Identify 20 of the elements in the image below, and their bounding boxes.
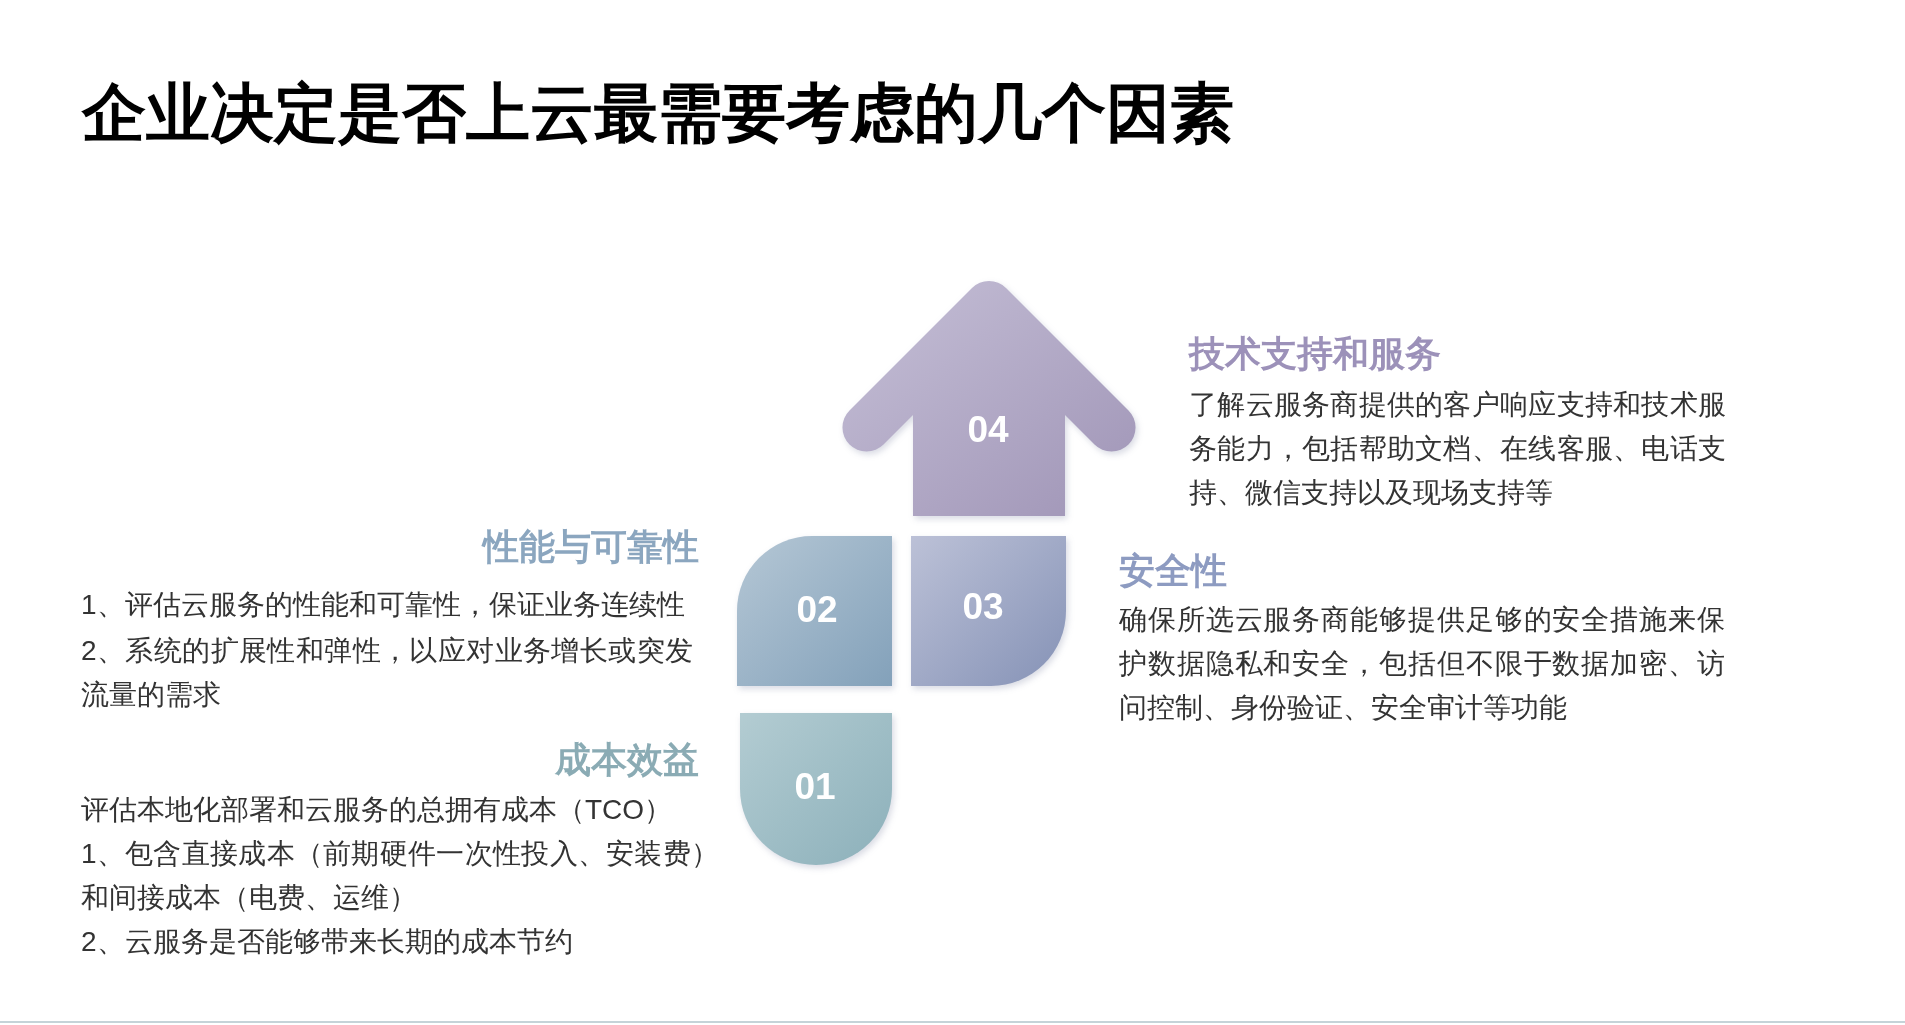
- page-title: 企业决定是否上云最需要考虑的几个因素: [82, 76, 1234, 151]
- description-text: 评估本地化部署和云服务的总拥有成本（TCO）: [81, 793, 674, 827]
- description-text: 了解云服务商提供的客户响应支持和技术服务能力，包括帮助文档、在线客服、电话支持、微信支持以及现场支持等: [1189, 388, 1726, 510]
- rounded-tile: [911, 536, 1066, 686]
- up-arrow: [842, 281, 1136, 516]
- step-number: 01: [794, 767, 836, 807]
- description-text: 2、云服务是否能够带来长期的成本节约: [81, 925, 574, 959]
- section-heading: 安全性: [1119, 549, 1227, 593]
- description-text: 1、评估云服务的性能和可靠性，保证业务连续性: [81, 588, 686, 622]
- description-text: 2、系统的扩展性和弹性，以应对业务增长或突发流量的需求: [81, 634, 693, 712]
- step-number: 02: [796, 590, 838, 630]
- step-number: 04: [967, 410, 1009, 450]
- rounded-tile: [740, 713, 892, 865]
- section-heading: 成本效益: [555, 738, 699, 782]
- description-text: 确保所选云服务商能够提供足够的安全措施来保护数据隐私和安全，包括但不限于数据加密、访问控制、身份验证、安全审计等功能: [1119, 603, 1725, 725]
- section-heading: 性能与可靠性: [483, 525, 699, 569]
- description-text: 1、包含直接成本（前期硬件一次性投入、安装费）和间接成本（电费、运维）: [81, 837, 719, 915]
- step-number: 03: [962, 587, 1004, 627]
- rounded-tile: [737, 536, 892, 686]
- section-heading: 技术支持和服务: [1189, 332, 1441, 376]
